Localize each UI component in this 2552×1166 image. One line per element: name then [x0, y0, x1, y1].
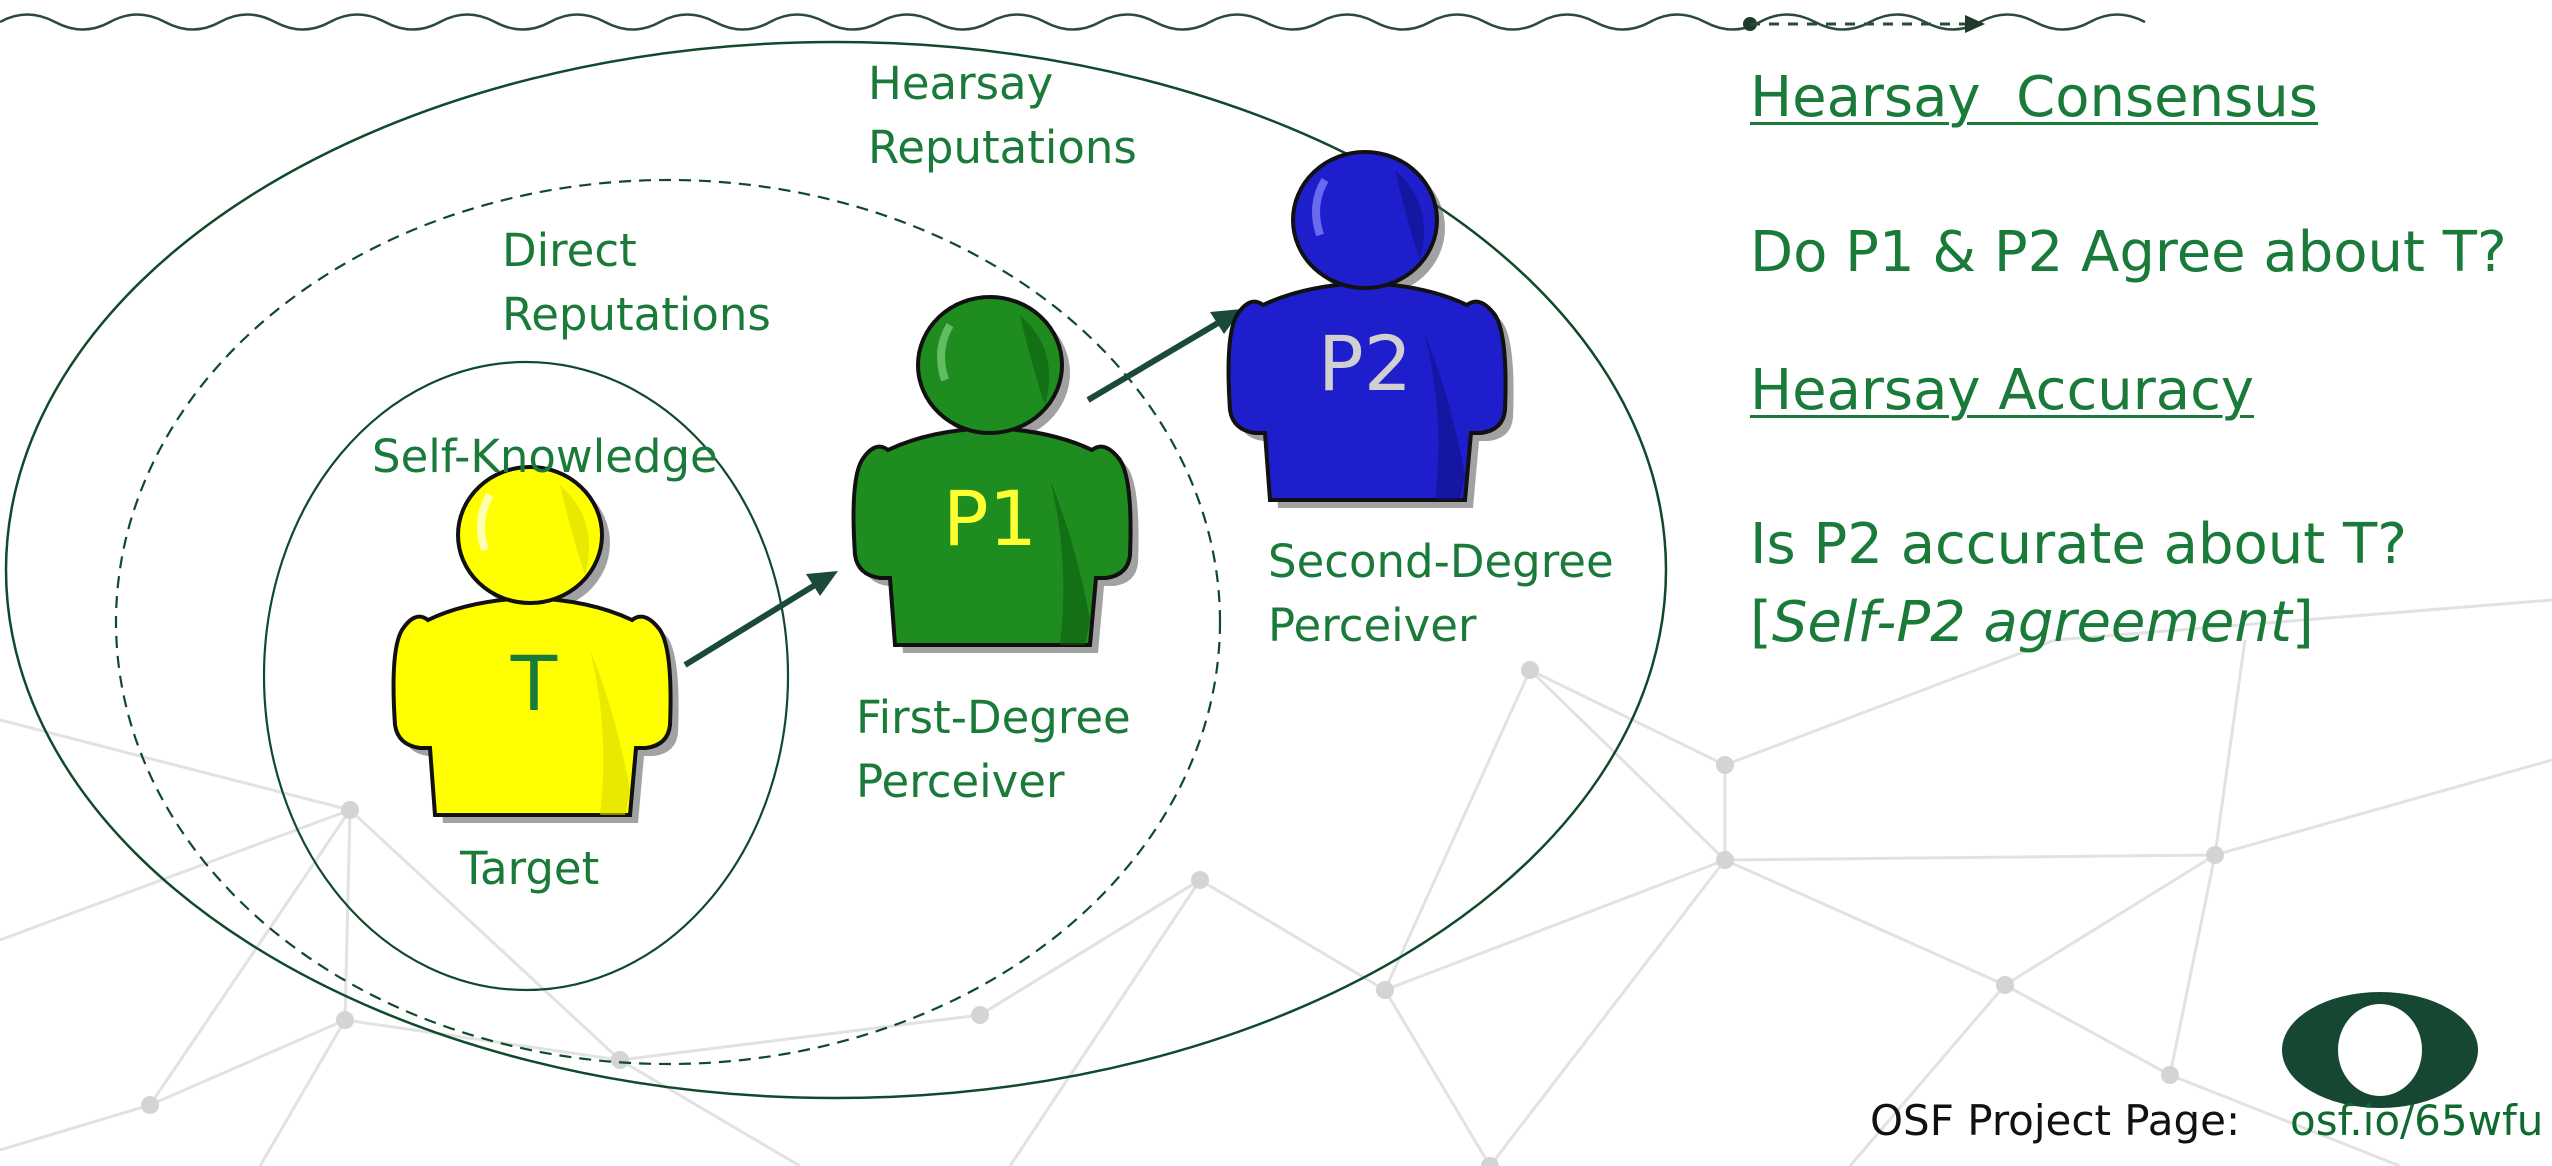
osf-project-label: OSF Project Page:	[1870, 1096, 2241, 1145]
self-knowledge-label: Self-Knowledge	[372, 430, 718, 483]
background-network	[0, 598, 2552, 1166]
target-figure: T	[391, 465, 679, 823]
direct-reputations-line-1: Direct	[502, 224, 637, 277]
target-letter: T	[510, 639, 558, 728]
note-open-bracket: [	[1750, 590, 1772, 655]
p2-figure: P2	[1226, 150, 1514, 508]
arrow-t-to-p1-head	[806, 571, 838, 596]
hearsay-consensus-heading: Hearsay Consensus	[1750, 65, 2318, 130]
direct-reputations-ellipse	[114, 178, 1222, 1066]
self-knowledge-ellipse	[262, 360, 790, 992]
hearsay-reputations-label: Hearsay Reputations	[868, 52, 1137, 180]
hearsay-accuracy-question: Is P2 accurate about T?	[1750, 512, 2407, 577]
hearsay-reputations-line-1: Hearsay	[868, 57, 1054, 110]
arrow-p1-to-p2	[1086, 320, 1220, 403]
second-degree-line-1: Second-Degree	[1268, 535, 1614, 588]
p1-letter: P1	[943, 474, 1037, 563]
top-arrow-head	[1965, 15, 1985, 33]
note-italic-text: Self-P2 agreement	[1771, 590, 2292, 655]
arrow-t-to-p1	[683, 582, 817, 668]
hearsay-reputations-line-2: Reputations	[868, 121, 1137, 174]
arrow-p1-to-p2-head	[1210, 309, 1242, 334]
hearsay-accuracy-note: [Self-P2 agreement]	[1750, 589, 2314, 657]
first-degree-line-1: First-Degree	[856, 691, 1131, 744]
direct-reputations-label: Direct Reputations	[502, 219, 771, 347]
hearsay-reputations-ellipse	[4, 40, 1668, 1100]
background-network-nodes	[141, 661, 2224, 1166]
osf-project-link[interactable]: osf.io/65wfu	[2290, 1096, 2544, 1145]
direct-reputations-line-2: Reputations	[502, 288, 771, 341]
oregon-o-logo	[2282, 992, 2478, 1108]
hearsay-consensus-question: Do P1 & P2 Agree about T?	[1750, 220, 2507, 285]
p2-letter: P2	[1318, 319, 1412, 408]
second-degree-perceiver-label: Second-Degree Perceiver	[1268, 530, 1614, 658]
target-label: Target	[460, 842, 600, 895]
first-degree-line-2: Perceiver	[856, 755, 1065, 808]
top-wavy-line	[0, 13, 2146, 31]
hearsay-accuracy-heading: Hearsay Accuracy	[1750, 358, 2254, 423]
p1-figure: P1	[851, 295, 1139, 653]
second-degree-line-2: Perceiver	[1268, 599, 1477, 652]
note-close-bracket: ]	[2291, 590, 2314, 655]
first-degree-perceiver-label: First-Degree Perceiver	[856, 686, 1131, 814]
